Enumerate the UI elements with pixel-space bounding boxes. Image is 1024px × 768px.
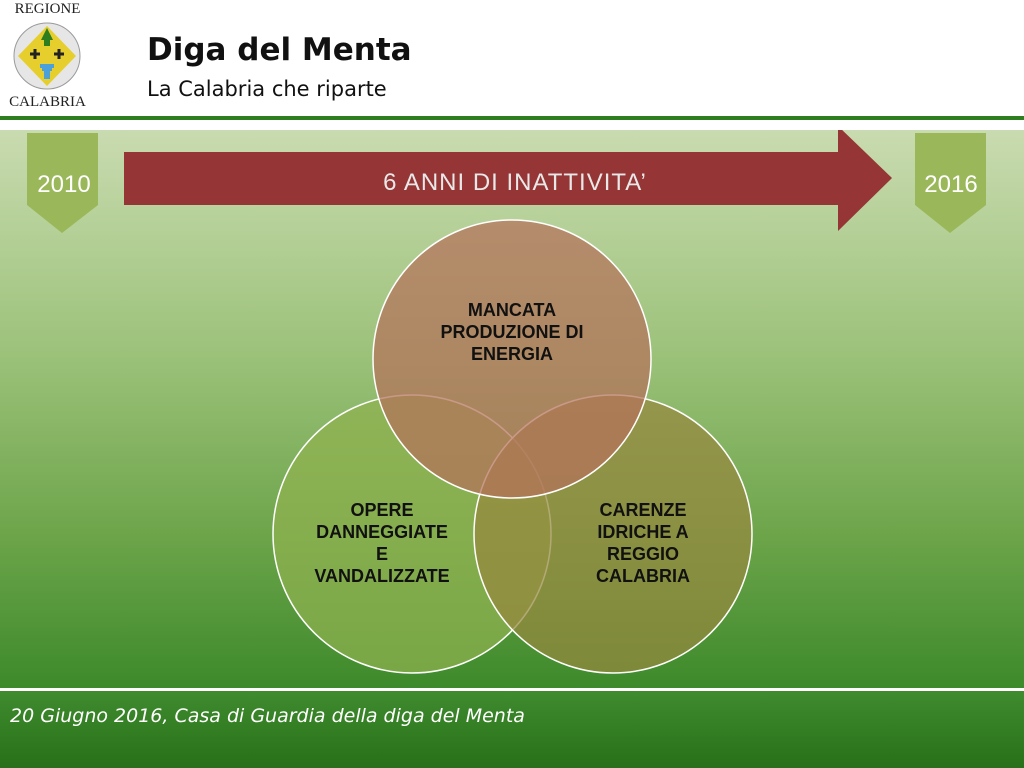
venn-top-line-2: PRODUZIONE DI [440,322,583,342]
venn-left-line-1: OPERE [350,500,413,520]
venn-right-line-1: CARENZE [599,500,686,520]
header-divider [0,116,1024,120]
footer-caption: 20 Giugno 2016, Casa di Guardia della di… [10,705,525,727]
page-title: Diga del Menta [147,32,412,68]
venn-top-line-3: ENERGIA [471,344,553,364]
venn-right-line-2: IDRICHE A [597,522,688,542]
venn-left-line-4: VANDALIZZATE [314,566,449,586]
inactivity-arrow-label: 6 ANNI DI INATTIVITA’ [383,169,647,196]
venn-left-line-2: DANNEGGIATE [316,522,448,542]
start-year-chevron [27,133,98,233]
end-year-chevron [915,133,986,233]
logo-top-text: REGIONE [14,1,81,17]
header: REGIONE CALABRIA Diga del Menta La Calab… [0,0,1024,116]
page-subtitle: La Calabria che riparte [147,77,387,101]
coat-of-arms-icon [13,22,81,90]
regione-calabria-logo: REGIONE CALABRIA [0,0,95,116]
footer-divider [0,688,1024,691]
venn-circle-top [372,219,652,499]
end-year-label: 2016 [924,171,977,198]
timeline-venn-diagram: 2010 6 ANNI DI INATTIVITA’ 2016 MANCATA … [27,130,986,674]
venn-right-line-4: CALABRIA [596,566,690,586]
venn-right-line-3: REGGIO [607,544,679,564]
footer: 20 Giugno 2016, Casa di Guardia della di… [0,691,1024,768]
venn-top-line-1: MANCATA [468,300,556,320]
inactivity-arrow [124,130,892,231]
logo-bottom-text: CALABRIA [9,94,86,110]
start-year-label: 2010 [37,171,90,198]
venn-left-line-3: E [376,544,388,564]
main-content: 2010 6 ANNI DI INATTIVITA’ 2016 MANCATA … [0,130,1024,688]
